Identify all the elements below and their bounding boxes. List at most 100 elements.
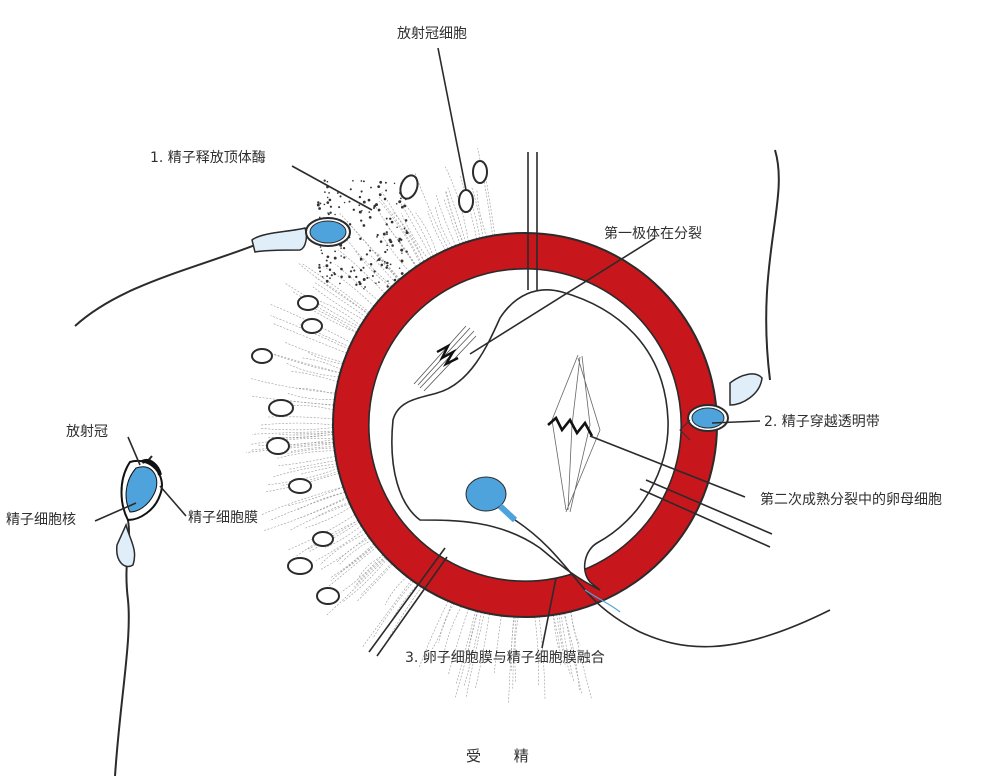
enzyme-dot [386, 249, 389, 251]
corona-fiber [560, 613, 574, 681]
label-membrane-fusion: 3. 卵子细胞膜与精子细胞膜融合 [405, 650, 605, 666]
enzyme-dot [359, 269, 363, 272]
enzyme-dot [386, 285, 389, 288]
label-acrosome-release: 1. 精子释放顶体酶 [150, 150, 266, 166]
enzyme-dot [326, 255, 330, 259]
corona-fiber [465, 612, 485, 699]
corona-fiber [326, 557, 387, 616]
corona-fiber [508, 616, 514, 704]
corona-fiber [321, 546, 377, 593]
corona-fiber [378, 196, 422, 264]
enzyme-dot [385, 266, 388, 269]
corona-fiber [401, 213, 429, 260]
enzyme-dot [359, 283, 362, 286]
enzyme-dot [318, 207, 321, 210]
enzyme-dot [362, 200, 366, 204]
corona-fiber [477, 148, 493, 236]
corona-fiber [286, 392, 335, 400]
corona-fiber [288, 486, 344, 506]
corona-fiber [295, 387, 336, 395]
enzyme-dot [351, 266, 354, 269]
corona-fiber [538, 616, 546, 699]
corona-fiber [263, 496, 348, 531]
corona-fiber [534, 616, 539, 686]
enzyme-dot [328, 268, 332, 272]
enzyme-dot [352, 208, 355, 211]
enzyme-dot [368, 216, 372, 219]
enzyme-dot [318, 266, 321, 269]
enzyme-dot [400, 197, 402, 200]
enzyme-dot [367, 198, 371, 202]
enzyme-dot [319, 202, 322, 205]
enzyme-dot [364, 286, 367, 288]
enzyme-dot [325, 259, 328, 262]
enzyme-dot [361, 210, 363, 212]
enzyme-dot [386, 233, 388, 236]
corona-cell [251, 348, 273, 364]
corona-fiber [404, 203, 434, 257]
enzyme-dot [365, 253, 369, 256]
corona-fiber [251, 378, 336, 394]
enzyme-dot [405, 231, 409, 235]
enzyme-dot [396, 226, 398, 229]
corona-fiber [315, 529, 365, 561]
corona-fiber [442, 606, 462, 661]
enzyme-dot [338, 206, 341, 209]
corona-cell [312, 531, 334, 547]
corona-cell [316, 587, 340, 605]
corona-fiber [285, 447, 335, 455]
enzyme-dot [370, 186, 372, 189]
sperm-crossing-zona [679, 149, 780, 441]
enzyme-dot [325, 264, 329, 268]
corona-fiber [261, 427, 334, 431]
corona-fiber [252, 431, 334, 435]
corona-fiber [564, 612, 583, 696]
enzyme-dot [328, 198, 332, 202]
enzyme-dot [378, 193, 382, 197]
enzyme-dot [358, 280, 361, 284]
corona-fiber [251, 395, 335, 406]
corona-fiber [341, 544, 376, 572]
enzyme-dot [336, 192, 339, 194]
corona-fiber [270, 304, 352, 344]
zona-channel-lines [368, 152, 773, 657]
enzyme-dot [378, 281, 380, 284]
corona-fiber [289, 503, 350, 531]
enzyme-dot [330, 274, 333, 277]
corona-fiber [291, 290, 359, 330]
corona-cell [268, 399, 294, 417]
enzyme-dot [363, 287, 365, 290]
corona-fiber [283, 341, 344, 363]
corona-fiber [335, 263, 379, 301]
enzyme-dot [359, 237, 362, 241]
enzyme-dot [340, 255, 342, 257]
corona-fiber [376, 252, 401, 280]
enzyme-dot [360, 190, 363, 193]
enzyme-dot [362, 224, 366, 227]
enzyme-dot [401, 205, 404, 209]
corona-fiber [304, 506, 352, 529]
enzyme-dot [358, 204, 361, 207]
corona-fiber [387, 583, 418, 628]
enzyme-dot [353, 269, 356, 272]
enzyme-dot [366, 276, 369, 279]
corona-fiber [514, 616, 519, 684]
label-corona-cells: 放射冠细胞 [397, 26, 467, 42]
enzyme-dot [379, 240, 383, 243]
enzyme-dot [375, 282, 377, 285]
corona-fiber [264, 472, 340, 493]
corona-fiber [559, 613, 572, 677]
enzyme-dot [377, 258, 381, 261]
corona-fiber [415, 212, 438, 255]
corona-fiber [319, 532, 367, 566]
corona-fiber [370, 254, 397, 284]
enzyme-dot [333, 272, 336, 276]
enzyme-dot [349, 270, 353, 273]
enzyme-dot [326, 275, 328, 277]
enzyme-dot [384, 181, 387, 184]
enzyme-dot [385, 217, 388, 220]
corona-fiber [372, 581, 414, 639]
enzyme-dot [358, 210, 362, 214]
enzyme-dot [320, 249, 323, 252]
corona-fiber [427, 211, 446, 251]
